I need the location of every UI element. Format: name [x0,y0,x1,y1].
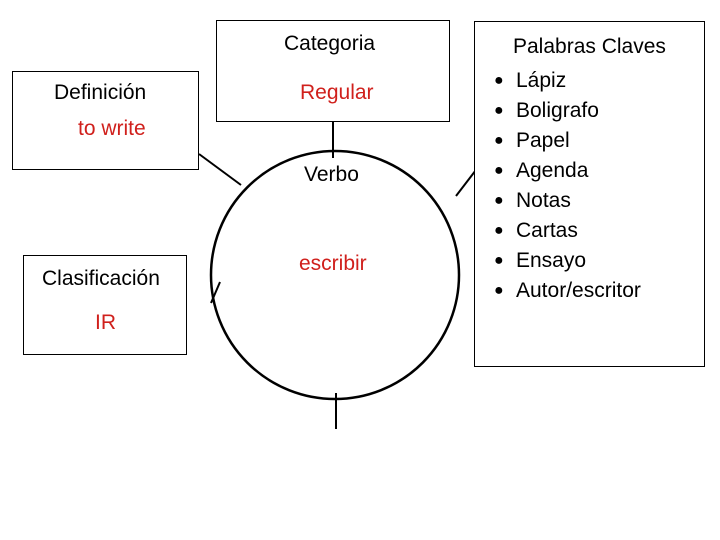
categoria-label: Categoria [284,32,376,55]
center-circle [209,149,461,401]
keyword: Boligrafo [516,99,599,122]
list-item: ● Notas [492,186,641,216]
definicion-label: Definición [54,81,147,104]
clasificacion-label: Clasificación [42,267,160,290]
palabras-claves-title: Palabras Claves [513,35,666,58]
bullet-icon: ● [494,222,504,239]
connector-definicion [198,153,242,186]
clasificacion-box [23,255,187,355]
bullet-icon: ● [494,252,504,269]
keyword: Cartas [516,219,578,242]
bullet-icon: ● [494,162,504,179]
bullet-icon: ● [494,192,504,209]
list-item: ● Autor/escritor [492,276,641,306]
definicion-box [12,71,199,170]
definicion-value: to write [78,117,146,140]
list-item: ● Agenda [492,156,641,186]
palabras-claves-box [474,21,705,367]
bullet-icon: ● [494,72,504,89]
bullet-icon: ● [494,102,504,119]
verbo-value: escribir [299,252,367,275]
bullet-icon: ● [494,132,504,149]
keyword: Agenda [516,159,589,182]
keyword: Autor/escritor [516,279,641,302]
categoria-value: Regular [300,81,374,104]
keyword: Ensayo [516,249,587,272]
clasificacion-value: IR [95,311,116,334]
list-item: ● Cartas [492,216,641,246]
list-item: ● Lápiz [492,66,641,96]
list-item: ● Ensayo [492,246,641,276]
keyword: Lápiz [516,69,567,92]
categoria-box [216,20,450,122]
verbo-label: Verbo [304,163,359,186]
keyword: Papel [516,129,570,152]
list-item: ● Boligrafo [492,96,641,126]
palabras-claves-list: ●Lápiz ●Boligrafo ●Papel ●Agenda ●Notas … [492,66,641,306]
bullet-icon: ● [494,282,504,299]
list-item: ● Papel [492,126,641,156]
keyword: Notas [516,189,571,212]
